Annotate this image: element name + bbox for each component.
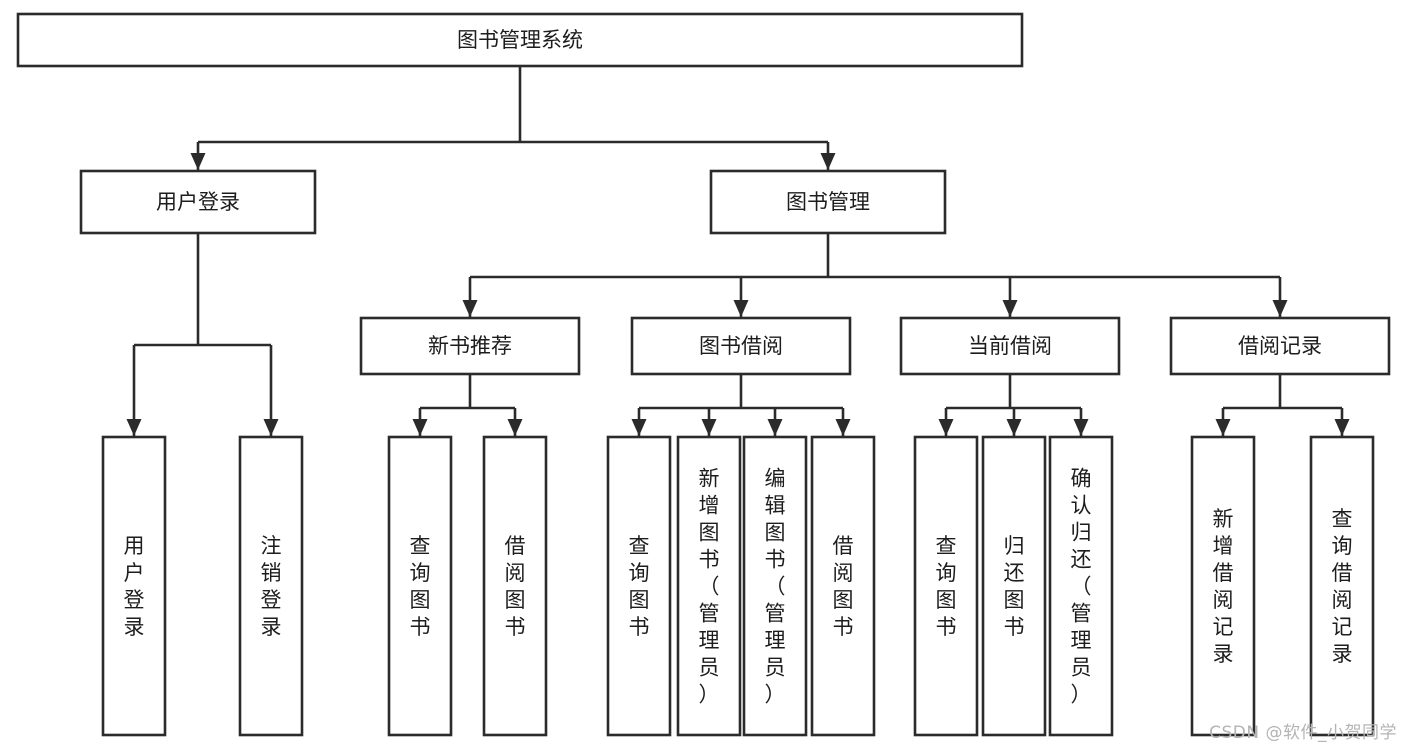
leaf-borrow-book-1-label: 借阅图书 [505,534,526,639]
leaf-query-book-3[interactable]: 查询图书 [913,435,979,737]
leaf-user-login-rect [101,435,167,737]
leaf-return-book-label: 归还图书 [1004,534,1025,639]
level2-node-user-login-label: 用户登录 [156,190,240,214]
leaf-return-book-rect [981,435,1047,737]
leaf-query-book-1[interactable]: 查询图书 [387,435,453,737]
root-node[interactable]: 图书管理系统 [16,12,1024,68]
leaf-edit-book-rect [742,435,808,737]
level2-node-book-management-rect [709,169,947,235]
arrowhead-icon [767,419,783,436]
leaf-logout-login-rect [238,435,304,737]
watermark-label: CSDN @软件_小贺同学 [1209,723,1397,743]
level3-node-borrow-record-rect [1169,316,1391,376]
leaf-add-book-rect [676,435,742,737]
arrowhead-icon [835,419,851,436]
leaf-borrow-book-2-label: 借阅图书 [833,534,854,639]
leaf-edit-book[interactable]: 编辑图书（管理员） [742,435,808,737]
level3-node-borrow-record[interactable]: 借阅记录 [1169,316,1391,376]
leaf-query-book-3-label: 查询图书 [936,534,957,639]
leaf-query-book-2-label: 查询图书 [629,534,650,639]
leaf-confirm-return-label: 确认归还（管理员） [1071,467,1092,707]
arrowhead-icon [507,419,523,436]
leaf-confirm-return-rect [1048,435,1114,737]
level2-node-user-login[interactable]: 用户登录 [79,169,317,235]
arrowhead-icon [412,419,428,436]
arrowhead-icon [263,419,279,436]
leaf-add-borrow-record[interactable]: 新增借阅记录 [1190,435,1256,737]
leaf-borrow-book-2[interactable]: 借阅图书 [810,435,876,737]
level3-node-current-borrow-rect [899,316,1121,376]
level3-node-new-book-recommend-label: 新书推荐 [428,334,512,358]
level3-node-book-borrow-label: 图书借阅 [699,334,783,358]
level2-node-book-management[interactable]: 图书管理 [709,169,947,235]
leaf-add-book-label: 新增图书（管理员） [699,467,720,707]
leaf-query-book-2[interactable]: 查询图书 [606,435,672,737]
arrowhead-icon [126,419,142,436]
arrowhead-icon [1215,419,1231,436]
arrowhead-icon [1002,300,1018,317]
level3-node-current-borrow-label: 当前借阅 [968,334,1052,358]
leaf-edit-book-label: 编辑图书（管理员） [765,467,786,707]
level3-node-book-borrow[interactable]: 图书借阅 [630,316,852,376]
leaf-return-book[interactable]: 归还图书 [981,435,1047,737]
level3-node-current-borrow[interactable]: 当前借阅 [899,316,1121,376]
arrowhead-icon [462,300,478,317]
arrowhead-icon [733,300,749,317]
level2-node-user-login-rect [79,169,317,235]
arrowhead-icon [631,419,647,436]
arrowhead-icon [820,153,836,170]
leaf-add-borrow-record-label: 新增借阅记录 [1213,507,1234,666]
leaf-query-book-2-rect [606,435,672,737]
root-node-rect [16,12,1024,68]
leaf-add-borrow-record-rect [1190,435,1256,737]
level3-node-book-borrow-rect [630,316,852,376]
connector-layer [126,66,1350,436]
leaf-borrow-book-1[interactable]: 借阅图书 [482,435,548,737]
level3-node-new-book-recommend[interactable]: 新书推荐 [359,316,581,376]
leaf-query-borrow-record-rect [1309,435,1375,737]
node-layer: 图书管理系统用户登录图书管理新书推荐图书借阅当前借阅借阅记录用户登录注销登录查询… [16,12,1391,737]
leaf-confirm-return[interactable]: 确认归还（管理员） [1048,435,1114,737]
arrowhead-icon [1006,419,1022,436]
leaf-logout-login[interactable]: 注销登录 [238,435,304,737]
leaf-query-borrow-record-label: 查询借阅记录 [1332,507,1353,666]
level2-node-book-management-label: 图书管理 [786,190,870,214]
arrowhead-icon [701,419,717,436]
level3-node-new-book-recommend-rect [359,316,581,376]
leaf-query-book-1-label: 查询图书 [410,534,431,639]
root-node-label: 图书管理系统 [457,28,583,52]
leaf-borrow-book-2-rect [810,435,876,737]
leaf-query-borrow-record[interactable]: 查询借阅记录 [1309,435,1375,737]
leaf-add-book[interactable]: 新增图书（管理员） [676,435,742,737]
leaf-borrow-book-1-rect [482,435,548,737]
leaf-query-book-1-rect [387,435,453,737]
level3-node-borrow-record-label: 借阅记录 [1238,334,1322,358]
arrowhead-icon [190,153,206,170]
arrowhead-icon [1272,300,1288,317]
leaf-logout-login-label: 注销登录 [261,534,282,639]
arrowhead-icon [1073,419,1089,436]
leaf-query-book-3-rect [913,435,979,737]
leaf-user-login-label: 用户登录 [124,534,145,639]
leaf-user-login[interactable]: 用户登录 [101,435,167,737]
arrowhead-icon [1334,419,1350,436]
arrowhead-icon [938,419,954,436]
